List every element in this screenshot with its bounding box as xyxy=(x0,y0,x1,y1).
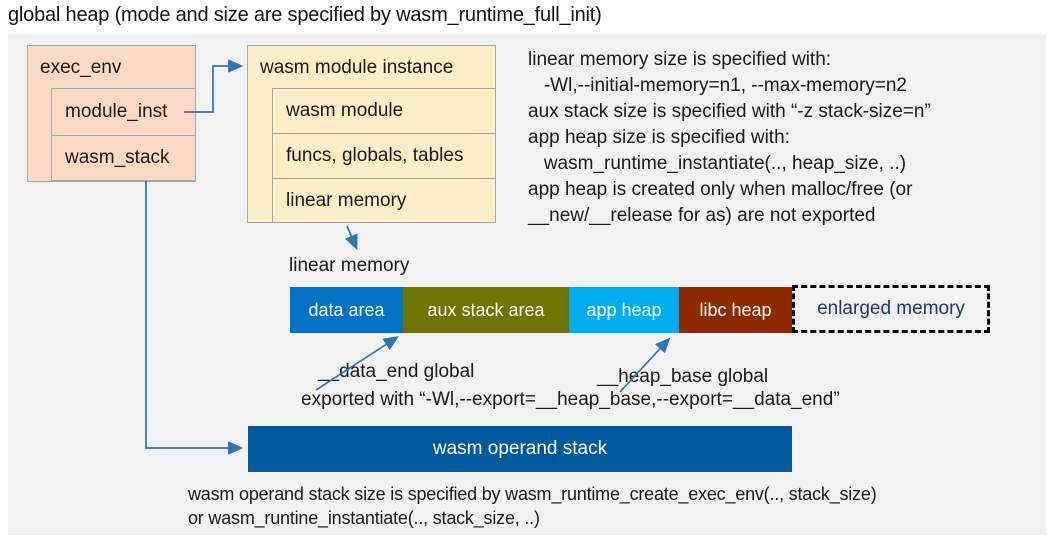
note-line: aux stack size is specified with “-z sta… xyxy=(528,101,931,122)
memory-segment-aux-stack-area: aux stack area xyxy=(403,287,569,333)
note-line: linear memory size is specified with: xyxy=(528,49,832,70)
data-end-global-label: __data_end global xyxy=(318,361,475,382)
note-line: __new/__release for as) are not exported xyxy=(528,205,876,226)
exec-env-header: exec_env xyxy=(40,57,122,78)
exported-with-note: exported with “-Wl,--export=__heap_base,… xyxy=(301,389,840,410)
note-line: or wasm_runtine_instantiate(.., stack_si… xyxy=(188,508,540,528)
note-line: app heap is created only when malloc/fre… xyxy=(528,179,913,200)
note-line: app heap size is specified with: xyxy=(528,127,790,148)
linear-memory-label: linear memory xyxy=(289,255,410,276)
exec-env-row-wasm-stack: wasm_stack xyxy=(51,135,196,181)
memory-segment-data-area: data area xyxy=(290,287,403,333)
note-line: -Wl,--initial-memory=n1, --max-memory=n2 xyxy=(528,75,907,96)
module-instance-row-funcs-globals-tables: funcs, globals, tables xyxy=(272,133,496,179)
module-instance-row-linear-memory: linear memory xyxy=(272,178,496,223)
bottom-note: wasm operand stack size is specified by … xyxy=(188,482,877,530)
page-title: global heap (mode and size are specified… xyxy=(8,4,602,26)
note-line: wasm_runtime_instantiate(.., heap_size, … xyxy=(528,153,907,174)
linear-memory-bar: data area aux stack area app heap libc h… xyxy=(290,287,792,333)
module-instance-row-wasm-module: wasm module xyxy=(272,88,496,134)
heap-base-global-label: __heap_base global xyxy=(597,366,769,387)
memory-segment-libc-heap: libc heap xyxy=(679,287,792,333)
note-line: wasm operand stack size is specified by … xyxy=(188,484,877,504)
notes-right: linear memory size is specified with: -W… xyxy=(528,47,1043,229)
module-instance-header: wasm module instance xyxy=(260,57,454,78)
enlarged-memory-box: enlarged memory xyxy=(792,285,990,333)
operand-stack-bar: wasm operand stack xyxy=(248,426,792,472)
memory-segment-app-heap: app heap xyxy=(569,287,679,333)
exec-env-row-module-inst: module_inst xyxy=(51,88,196,136)
